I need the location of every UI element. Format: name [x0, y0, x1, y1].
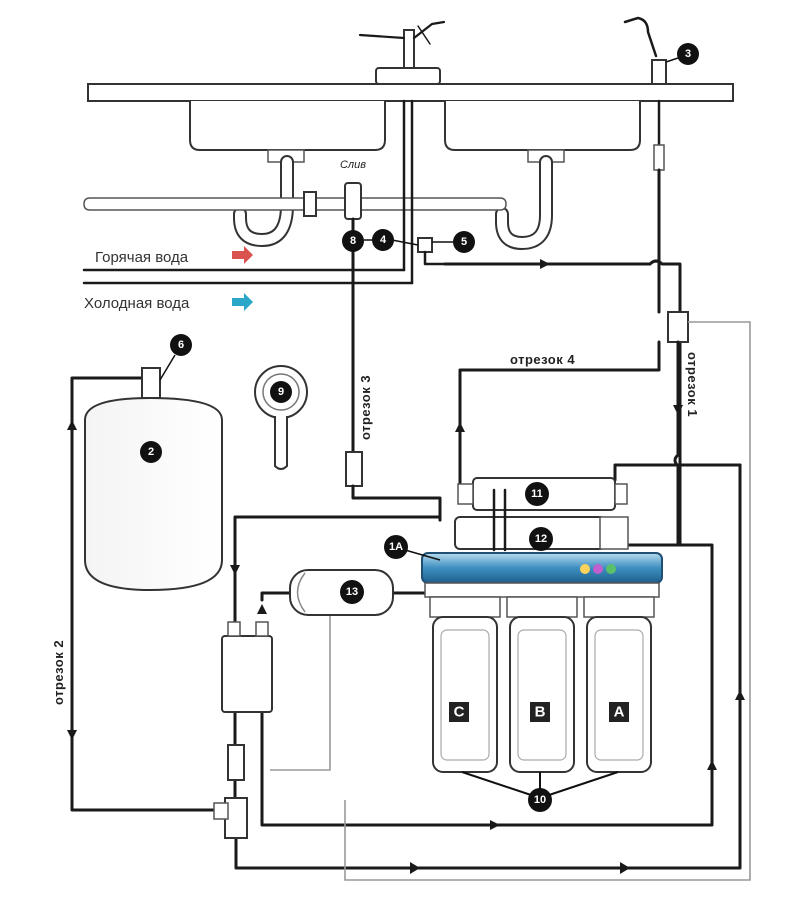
drain-siphon	[83, 155, 553, 250]
callout-4: 4	[372, 229, 394, 251]
flow-restrictor	[345, 451, 363, 487]
supply-risers	[402, 99, 414, 285]
check-valve	[227, 744, 245, 781]
filter-head	[421, 552, 663, 598]
svg-text:8: 8	[350, 235, 356, 247]
right-sink-bowl	[444, 101, 641, 151]
segment-2-label: отрезок 2	[51, 640, 66, 705]
callout-10: 10	[528, 788, 552, 812]
leader-lines	[159, 57, 679, 799]
hot-water-line: Горячая вода	[82, 246, 406, 272]
svg-text:9: 9	[278, 386, 284, 398]
callout-11: 11	[525, 482, 549, 506]
hot-water-arrow	[232, 246, 253, 264]
housing-c-letter: C	[454, 704, 465, 721]
storage-tank	[84, 396, 223, 592]
left-sink-bowl	[189, 101, 386, 151]
callout-1a: 1А	[384, 535, 408, 559]
drain-coupling	[303, 191, 317, 217]
cold-water-line: Холодная вода	[82, 281, 414, 312]
svg-text:2: 2	[148, 446, 154, 458]
inline-flow-connector	[667, 311, 689, 343]
hot-water-label: Горячая вода	[95, 249, 189, 266]
svg-text:12: 12	[535, 533, 547, 545]
callout-2: 2	[140, 441, 162, 463]
countertop	[87, 83, 734, 102]
cold-water-arrow	[232, 293, 253, 311]
svg-text:4: 4	[380, 234, 387, 246]
callout-12: 12	[529, 527, 553, 551]
housing-a-letter: A	[614, 704, 625, 721]
segment-3-label: отрезок 3	[358, 375, 373, 440]
callout-5: 5	[453, 231, 475, 253]
main-faucet	[358, 20, 446, 85]
housing-a: A	[583, 596, 655, 773]
housing-b-letter: B	[535, 704, 546, 721]
svg-text:6: 6	[178, 339, 184, 351]
callout-13: 13	[340, 580, 364, 604]
callout-9: 9	[270, 381, 292, 403]
membrane-housing	[454, 488, 629, 552]
segment-1-label: отрезок 1	[685, 352, 700, 417]
callout-8: 8	[342, 230, 364, 252]
svg-text:1А: 1А	[389, 541, 403, 553]
segment-4-label: отрезок 4	[510, 352, 575, 367]
cold-water-label: Холодная вода	[84, 295, 190, 312]
drain-label: Слив	[340, 159, 366, 171]
pipe-network	[67, 168, 751, 881]
svg-text:10: 10	[534, 794, 546, 806]
clean-water-faucet	[623, 16, 667, 171]
svg-text:11: 11	[531, 488, 543, 500]
tank-valve	[141, 367, 161, 399]
callout-3: 3	[677, 43, 699, 65]
housing-b: B	[506, 596, 578, 773]
svg-text:5: 5	[461, 236, 467, 248]
svg-text:13: 13	[346, 586, 358, 598]
callout-6: 6	[170, 334, 192, 356]
drain-clamp: Слив	[340, 159, 366, 220]
auto-shutoff-valve	[221, 621, 273, 713]
tank-tee	[213, 797, 248, 839]
svg-text:3: 3	[685, 48, 691, 60]
countertop-with-sinks	[87, 83, 734, 163]
housing-c: C	[429, 596, 501, 773]
